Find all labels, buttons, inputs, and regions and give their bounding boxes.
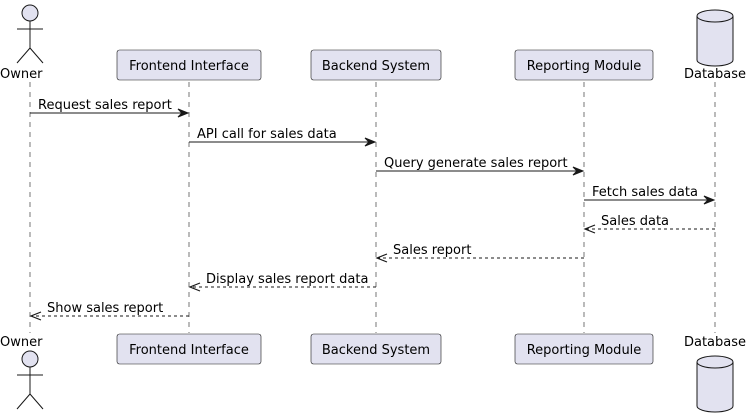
participant-label: Frontend Interface [129, 343, 249, 358]
open-arrowhead-icon [583, 224, 596, 234]
participant-reporting-bottom: Reporting Module [514, 333, 654, 365]
participant-label: Backend System [322, 343, 430, 358]
database-cylinder-icon [696, 355, 734, 413]
actor-head-icon [21, 350, 39, 368]
message-label: Fetch sales data [592, 185, 698, 200]
participant-box [310, 49, 442, 81]
participant-label: Reporting Module [527, 59, 642, 74]
participant-backend-top: Backend System [310, 49, 442, 81]
participant-frontend-bottom: Frontend Interface [116, 333, 262, 365]
actor-owner-top: Owner [0, 4, 44, 82]
open-arrowhead-icon [375, 253, 388, 263]
filled-arrowhead-icon [364, 137, 377, 147]
message-1: Request sales report [30, 98, 190, 118]
actor-head-icon [21, 4, 39, 22]
open-arrowhead-icon [188, 282, 201, 292]
actor-label: Owner [0, 67, 43, 82]
filled-arrowhead-icon [177, 108, 190, 118]
lifelines [29, 82, 716, 333]
participant-box [310, 333, 442, 365]
participant-box [116, 49, 262, 81]
message-8: Show sales report [29, 301, 189, 321]
participant-label: Frontend Interface [129, 59, 249, 74]
participant-heads-top: Owner Frontend Interface Backend System Rep… [0, 4, 746, 82]
database-database-bottom: Database [684, 335, 746, 413]
message-label: Show sales report [47, 301, 163, 316]
message-label: API call for sales data [197, 127, 337, 142]
participant-box [514, 49, 654, 81]
participant-frontend-top: Frontend Interface [116, 49, 262, 81]
actor-body-icon [16, 21, 44, 64]
message-label: Query generate sales report [384, 156, 568, 171]
message-label: Request sales report [38, 98, 172, 113]
actor-owner-bottom: Owner [0, 335, 44, 410]
message-2: API call for sales data [189, 127, 377, 147]
open-arrowhead-icon [29, 311, 42, 321]
participant-label: Reporting Module [527, 343, 642, 358]
participant-reporting-top: Reporting Module [514, 49, 654, 81]
participant-backend-bottom: Backend System [310, 333, 442, 365]
database-label: Database [684, 67, 746, 82]
filled-arrowhead-icon [572, 166, 585, 176]
message-label: Display sales report data [206, 272, 368, 287]
filled-arrowhead-icon [703, 195, 716, 205]
message-label: Sales data [601, 214, 669, 229]
database-database-top: Database [684, 9, 746, 82]
message-7: Display sales report data [188, 272, 376, 292]
message-5: Sales data [583, 214, 715, 234]
actor-label: Owner [0, 335, 43, 350]
database-cylinder-icon [696, 9, 734, 67]
message-4: Fetch sales data [584, 185, 716, 205]
database-rim-icon [696, 15, 734, 23]
participant-box [514, 333, 654, 365]
message-3: Query generate sales report [376, 156, 585, 176]
participant-label: Backend System [322, 59, 430, 74]
message-label: Sales report [393, 243, 471, 258]
database-rim-icon [696, 361, 734, 369]
message-6: Sales report [375, 243, 584, 263]
participant-box [116, 333, 262, 365]
actor-body-icon [16, 367, 44, 410]
database-label: Database [684, 335, 746, 350]
